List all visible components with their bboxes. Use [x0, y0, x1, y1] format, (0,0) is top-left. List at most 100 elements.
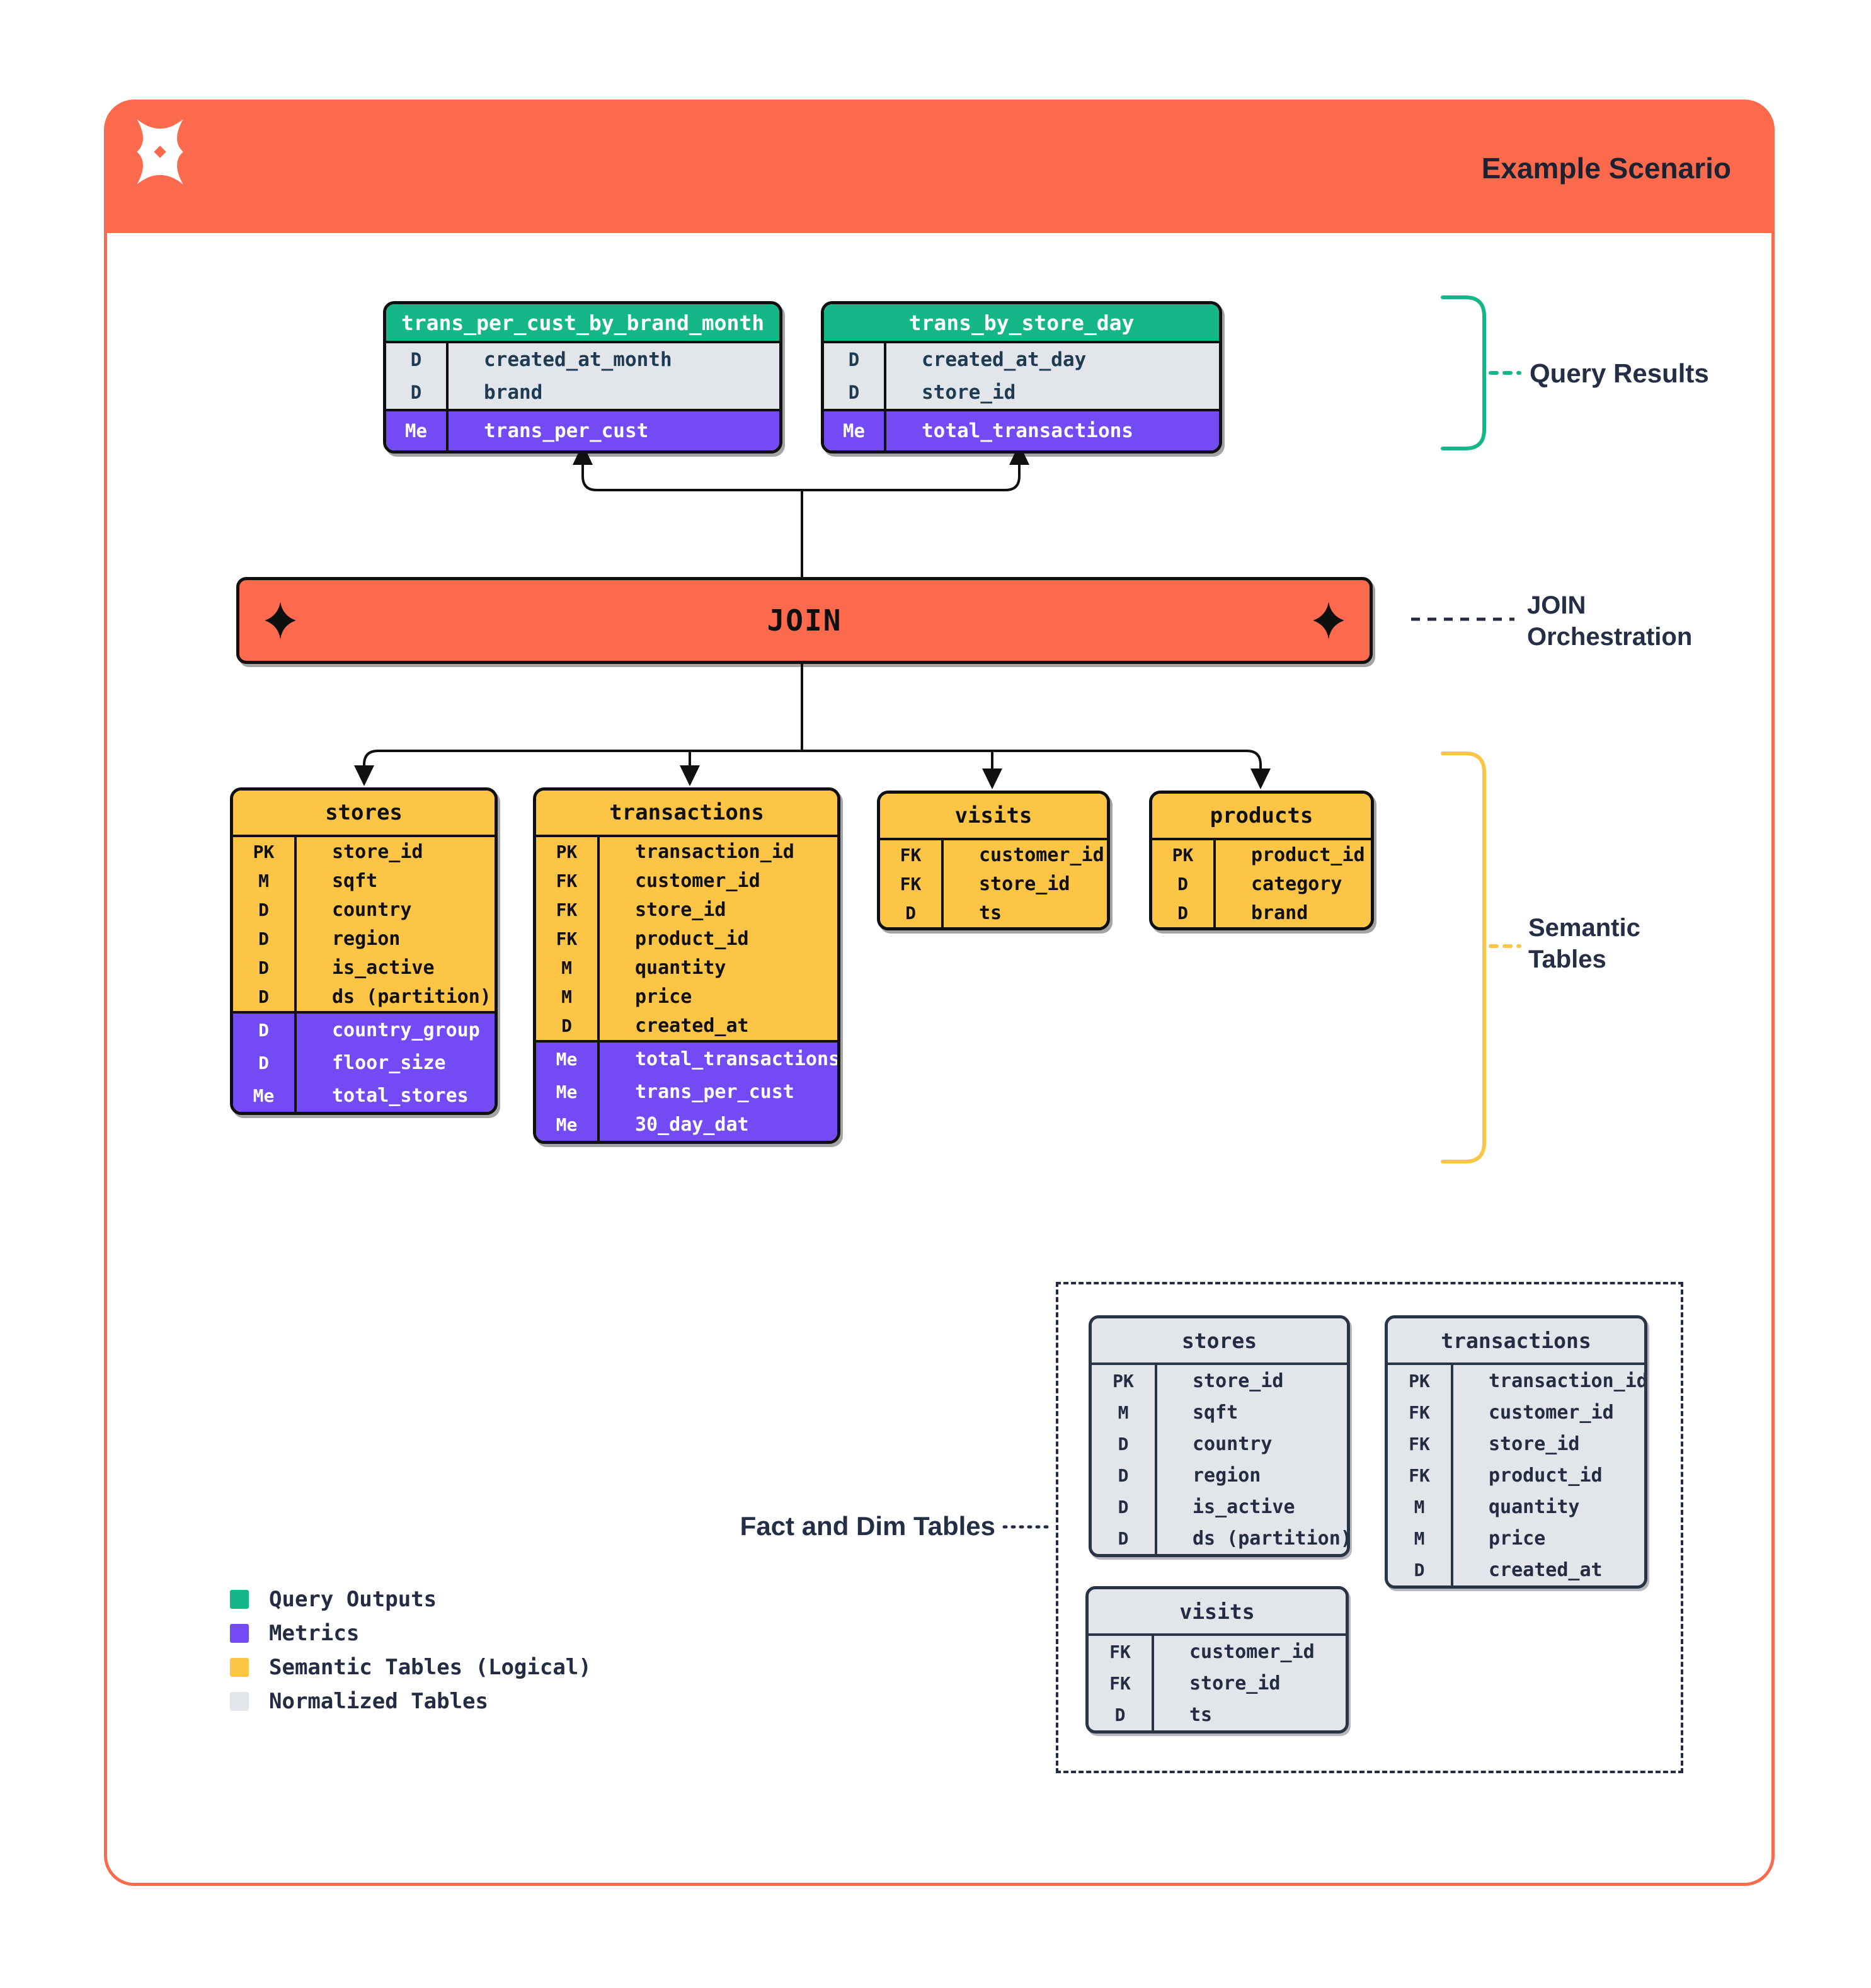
field-name: total_transactions: [922, 420, 1133, 442]
field-key: D: [233, 1014, 297, 1046]
legend-swatch: [230, 1590, 249, 1609]
legend-label: Normalized Tables: [269, 1689, 488, 1714]
field-key: M: [1092, 1397, 1157, 1428]
field-name: ds (partition): [1193, 1527, 1350, 1550]
field-name: brand: [1251, 901, 1308, 924]
sparkle-diamond-icon: [1313, 602, 1344, 639]
field-name: customer_id: [1489, 1401, 1614, 1424]
field-name: transaction_id: [1489, 1369, 1647, 1392]
field-name: floor_size: [332, 1051, 446, 1074]
field-key: D: [824, 343, 886, 376]
field-name: price: [635, 985, 692, 1008]
field-name: created_at: [635, 1014, 749, 1037]
table-row: PK product_id: [1152, 840, 1371, 869]
page-title: Example Scenario: [1481, 151, 1731, 185]
field-name: product_id: [1251, 843, 1365, 866]
field-key: FK: [1089, 1667, 1154, 1699]
field-key: D: [1089, 1699, 1154, 1730]
fact-dim-tables-label: Fact and Dim Tables: [740, 1511, 995, 1541]
field-name: store_id: [635, 898, 726, 921]
field-key: D: [233, 1046, 297, 1079]
field-key: PK: [1152, 840, 1216, 869]
field-key: PK: [1388, 1365, 1453, 1397]
field-name: total_transactions: [635, 1048, 840, 1070]
legend-swatch: [230, 1692, 249, 1711]
field-name: quantity: [1489, 1495, 1580, 1518]
field-name: store_id: [922, 381, 1016, 404]
join-orchestration-bar: JOIN: [236, 577, 1373, 664]
table-title: trans_per_cust_by_brand_month: [386, 304, 779, 343]
field-key: D: [536, 1011, 600, 1040]
card-header-bar: Example Scenario: [107, 103, 1771, 233]
field-name: is_active: [332, 956, 435, 979]
field-name: transaction_id: [635, 840, 794, 863]
table-title: transactions: [536, 791, 837, 837]
field-key: Me: [536, 1043, 600, 1075]
metrics-section: Me trans_per_cust: [386, 409, 779, 450]
field-name: trans_per_cust: [484, 420, 649, 442]
field-key: Me: [386, 411, 449, 450]
field-name: brand: [484, 381, 543, 404]
field-key: FK: [1388, 1397, 1453, 1428]
field-key: M: [536, 953, 600, 982]
pinwheel-x-logo-icon: [137, 119, 183, 185]
table-title: trans_by_store_day: [824, 304, 1219, 343]
field-name: customer_id: [979, 843, 1104, 866]
field-name: 30_day_dat: [635, 1113, 749, 1136]
field-key: D: [880, 898, 944, 927]
field-name: sqft: [1193, 1401, 1239, 1424]
table-row: FK customer_id: [880, 840, 1107, 869]
field-name: ds (partition): [332, 985, 491, 1008]
field-key: PK: [1092, 1365, 1157, 1397]
field-key: FK: [1388, 1428, 1453, 1460]
join-bar-label: JOIN: [767, 603, 842, 637]
field-key: FK: [880, 840, 944, 869]
field-key: D: [824, 376, 886, 409]
legend-item: Normalized Tables: [230, 1684, 592, 1718]
field-key: M: [1388, 1491, 1453, 1522]
field-name: ts: [979, 901, 1002, 924]
field-name: store_id: [979, 872, 1070, 895]
field-key: FK: [880, 869, 944, 898]
field-name: price: [1489, 1527, 1546, 1550]
table-row: FK customer_id: [1388, 1397, 1644, 1428]
field-name: store_id: [332, 840, 423, 863]
field-key: Me: [233, 1079, 297, 1112]
field-key: D: [386, 343, 449, 376]
legend-swatch: [230, 1624, 249, 1643]
field-name: total_stores: [332, 1084, 469, 1107]
legend-item: Query Outputs: [230, 1582, 592, 1616]
join-orchestration-label: JOIN Orchestration: [1527, 591, 1693, 651]
field-name: created_at_day: [922, 348, 1087, 371]
field-key: FK: [536, 866, 600, 895]
table-title: stores: [1092, 1318, 1347, 1365]
field-key: D: [1152, 898, 1216, 927]
